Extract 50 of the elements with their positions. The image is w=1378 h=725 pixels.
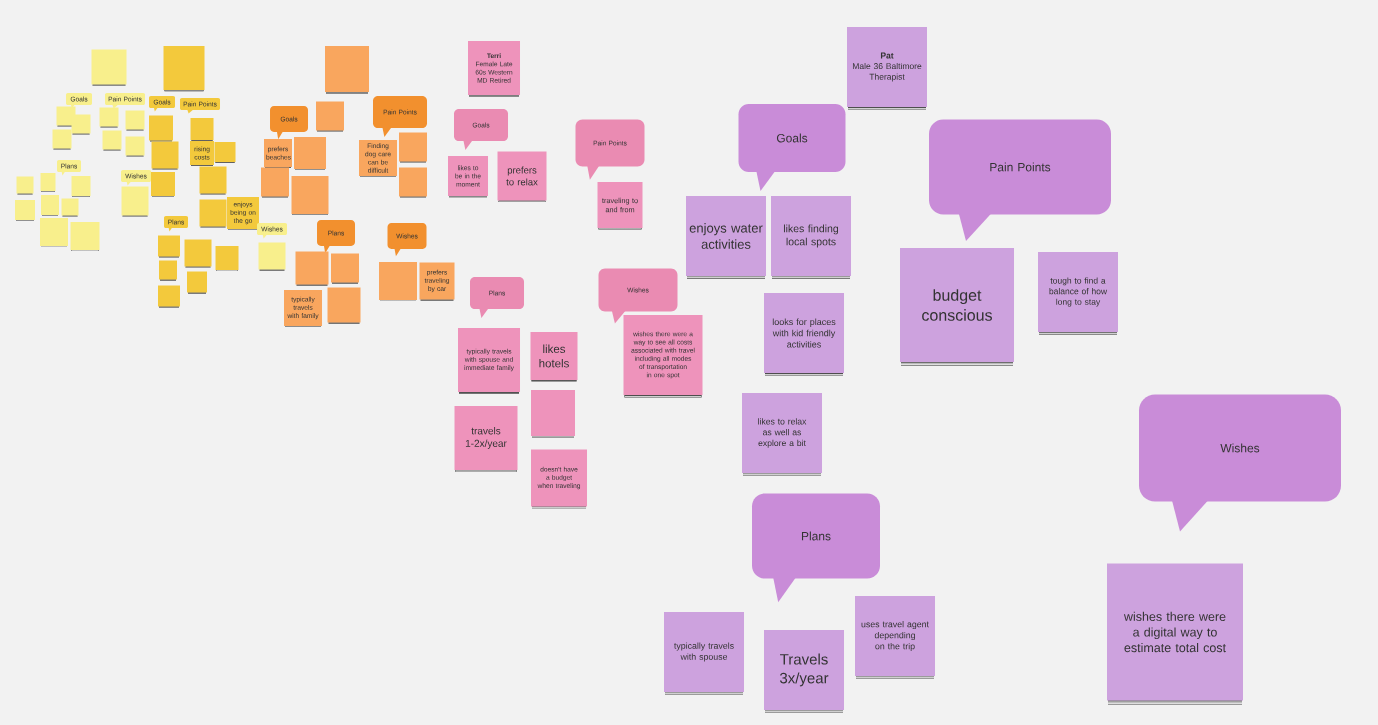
sticky-note: likes to relax as well as explore a bit xyxy=(742,393,822,476)
sticky-note xyxy=(379,262,417,302)
sticky-note xyxy=(15,200,35,221)
sticky-note: uses travel agent depending on the trip xyxy=(855,596,935,679)
sticky-note xyxy=(158,235,180,258)
sticky-note xyxy=(295,251,329,286)
sticky-note: likes hotels xyxy=(530,332,578,382)
sticky-note: prefers to relax xyxy=(497,151,547,202)
sticky-note xyxy=(399,132,427,163)
sticky-note xyxy=(325,46,369,94)
sticky-note xyxy=(291,176,329,216)
sticky-note: enjoys water activities xyxy=(686,196,766,279)
sticky-note: looks for places with kid friendly activities xyxy=(764,293,844,376)
sticky-note xyxy=(531,390,575,438)
speech-bubble: Pain Points xyxy=(929,119,1111,242)
sticky-note: wishes there were a digital way to estimate total cost xyxy=(1107,563,1243,705)
persona-note: Pat Male 36 Baltimore Therapist xyxy=(847,27,927,110)
sticky-note xyxy=(261,167,289,198)
sticky-note xyxy=(184,239,212,268)
sticky-note: budget conscious xyxy=(900,248,1014,366)
speech-bubble: Wishes xyxy=(1139,394,1341,532)
sticky-note xyxy=(190,118,214,141)
sticky-note xyxy=(199,166,227,195)
sticky-note: Travels 3x/year xyxy=(764,630,844,713)
sticky-note xyxy=(215,246,239,271)
sticky-note xyxy=(187,271,207,294)
sticky-note xyxy=(40,218,68,247)
sticky-note: travels 1-2x/year xyxy=(454,406,518,472)
sticky-note: likes finding local spots xyxy=(771,196,851,279)
sticky-note xyxy=(149,115,173,142)
sticky-note xyxy=(327,287,361,324)
sticky-note xyxy=(41,195,59,216)
sticky-note xyxy=(214,142,236,163)
speech-bubble: Plans xyxy=(752,493,880,603)
sticky-note xyxy=(70,222,100,251)
sticky-note: typically travels with spouse xyxy=(664,612,744,695)
sticky-note xyxy=(121,186,149,217)
sticky-note xyxy=(199,199,227,228)
sticky-note xyxy=(294,137,326,170)
sticky-note xyxy=(316,101,344,132)
sticky-note xyxy=(331,253,359,284)
sticky-note: tough to find a balance of how long to stay xyxy=(1038,252,1118,335)
sticky-note xyxy=(151,172,175,197)
sticky-note xyxy=(151,141,179,170)
sticky-note xyxy=(163,46,205,92)
sticky-note xyxy=(159,260,177,281)
sticky-note xyxy=(399,167,427,198)
sticky-note xyxy=(158,285,180,308)
sticky-note xyxy=(258,242,286,271)
speech-bubble: Goals xyxy=(738,104,846,191)
